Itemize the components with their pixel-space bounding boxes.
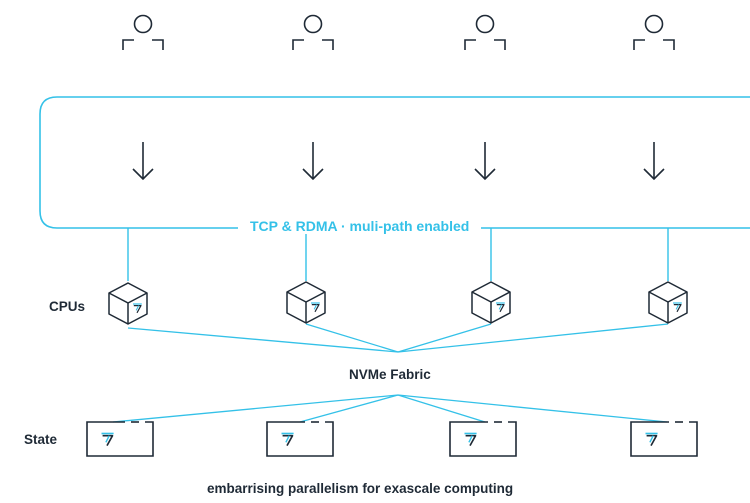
nvme-drive-icon	[631, 422, 697, 456]
arrow-down-icon	[474, 141, 496, 180]
cpu-cube-icon	[649, 282, 687, 323]
network-enclosure	[39, 96, 750, 229]
fabric-links-up	[127, 323, 669, 353]
user-icon	[292, 14, 334, 51]
nvme-drive-icon	[450, 422, 516, 456]
arrow-down-icon	[132, 141, 154, 180]
arrow-down-icon	[643, 141, 665, 180]
fabric-links-down	[112, 394, 668, 423]
user-icon	[464, 14, 506, 51]
nvme-drive-icon	[87, 422, 153, 456]
network-label: TCP & RDMA · muli-path enabled	[238, 218, 482, 234]
cpu-cube-icon	[109, 283, 147, 324]
network-links	[127, 228, 669, 281]
state-label: State	[24, 432, 58, 447]
nvme-drive-icon	[267, 422, 333, 456]
cpu-cube-icon	[287, 282, 325, 323]
fabric-label: NVMe Fabric	[349, 367, 431, 382]
user-icon	[122, 14, 164, 51]
caption: embarrising parallelism for exascale com…	[207, 481, 514, 496]
arrow-down-icon	[302, 141, 324, 180]
user-icon	[633, 14, 675, 51]
cpus-label: CPUs	[49, 299, 86, 314]
cpu-cube-icon	[472, 282, 510, 323]
